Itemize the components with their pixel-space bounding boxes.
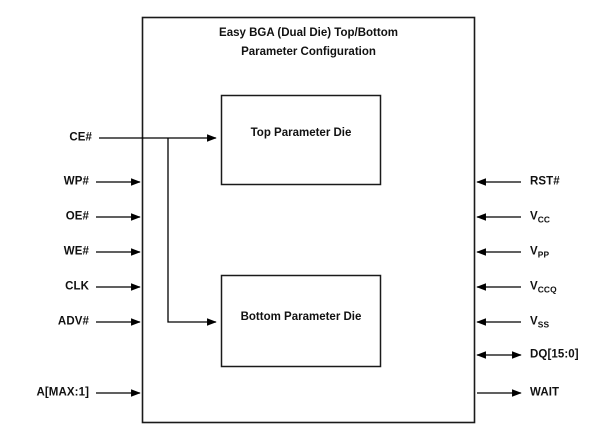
signal-label-vpp: VPP <box>530 245 550 259</box>
signal-label-ce: CE# <box>69 131 92 144</box>
signal-label-vss-subscript: SS <box>537 318 550 329</box>
diagram-title-line-2: Parameter Configuration <box>241 45 376 58</box>
signal-label-vcc-base: V <box>530 210 538 223</box>
signal-label-rst-base: RST# <box>530 175 560 188</box>
signal-label-vss: VSS <box>530 315 550 329</box>
top-parameter-die-label: Top Parameter Die <box>250 127 352 139</box>
signal-label-wait: WAIT <box>530 387 559 399</box>
signal-wire-ce <box>99 134 217 326</box>
signal-label-rst: RST# <box>530 176 560 188</box>
bottom-parameter-die-box <box>220 274 382 368</box>
signal-label-dq: DQ[15:0] <box>530 349 579 361</box>
top-parameter-die-box <box>220 94 382 186</box>
signal-label-amax: A[MAX:1] <box>36 386 89 399</box>
signal-label-vccq-subscript: CCQ <box>537 283 557 294</box>
diagram-title-line-1: Easy BGA (Dual Die) Top/Bottom <box>219 27 398 39</box>
signal-label-vss-base: V <box>530 315 538 328</box>
signal-label-clk: CLK <box>65 280 89 293</box>
bottom-parameter-die-label: Bottom Parameter Die <box>240 311 362 323</box>
signal-label-wp: WP# <box>63 175 89 188</box>
diagram-title: Easy BGA (Dual Die) Top/Bottom Parameter… <box>142 24 475 62</box>
signal-label-vpp-subscript: PP <box>537 248 550 259</box>
signal-label-dq-base: DQ[15:0] <box>530 348 579 361</box>
signal-label-oe: OE# <box>65 210 89 223</box>
signal-label-adv: ADV# <box>57 315 89 328</box>
signal-label-vcc-subscript: CC <box>537 213 551 224</box>
signal-label-vcc: VCC <box>530 210 551 224</box>
signal-label-we: WE# <box>63 245 89 258</box>
signal-label-vccq-base: V <box>530 280 538 293</box>
signal-label-wait-base: WAIT <box>530 386 560 399</box>
signal-label-vpp-base: V <box>530 245 538 258</box>
signal-label-vccq: VCCQ <box>530 280 557 294</box>
